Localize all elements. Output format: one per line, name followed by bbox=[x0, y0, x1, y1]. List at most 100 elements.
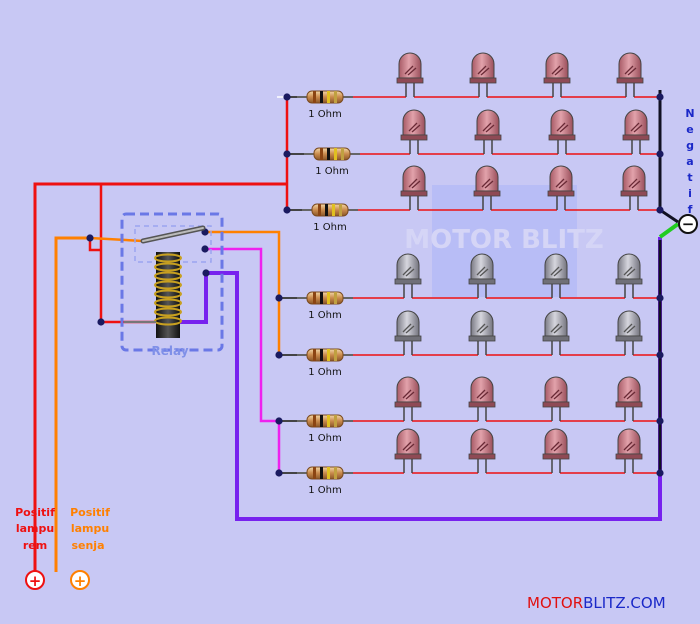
resistor-band bbox=[313, 467, 316, 479]
led-rim bbox=[615, 453, 643, 460]
wire-ground-green bbox=[658, 222, 680, 239]
coil-turn bbox=[154, 262, 182, 272]
minus-circle bbox=[678, 214, 698, 234]
negatif-char-3: g bbox=[686, 139, 694, 152]
led-rim bbox=[394, 401, 422, 408]
led-arrow-icon bbox=[404, 65, 417, 76]
led bbox=[468, 428, 496, 473]
resistor-label: 1 Ohm bbox=[308, 367, 342, 378]
wire-senja-feed bbox=[54, 236, 90, 572]
resistor-band bbox=[313, 349, 316, 361]
resistor-body bbox=[306, 90, 344, 104]
resistor-band bbox=[334, 292, 337, 304]
wire-senja-to-relay bbox=[89, 236, 144, 243]
led-dome bbox=[396, 428, 420, 455]
led-rim bbox=[396, 77, 424, 84]
led-arrow-icon bbox=[630, 122, 643, 133]
resistor-band bbox=[320, 148, 323, 160]
led bbox=[469, 52, 497, 97]
row-node-end bbox=[656, 294, 664, 302]
led-arrow-icon bbox=[623, 441, 636, 452]
negatif-char-6: i bbox=[688, 187, 692, 200]
resistor-band bbox=[327, 467, 330, 479]
resistor-band bbox=[334, 91, 337, 103]
led-dome bbox=[624, 109, 648, 136]
led-dome bbox=[544, 376, 568, 403]
negatif-char-2: e bbox=[686, 123, 693, 136]
positif-senja-line-3: senja bbox=[71, 539, 104, 552]
led-dome bbox=[617, 310, 641, 337]
resistor-band bbox=[313, 292, 316, 304]
resistor-label: 1 Ohm bbox=[308, 310, 342, 321]
resistor: 1 Ohm bbox=[304, 147, 360, 177]
led bbox=[547, 165, 575, 210]
negatif-char-4: a bbox=[686, 155, 693, 168]
led-dome bbox=[470, 310, 494, 337]
led bbox=[543, 52, 571, 97]
resistor-band bbox=[320, 467, 323, 479]
resistor-band bbox=[341, 148, 344, 160]
row-node-end bbox=[656, 93, 664, 101]
row-node-start bbox=[275, 294, 283, 302]
row-node-end bbox=[656, 417, 664, 425]
led-dome bbox=[617, 253, 641, 280]
led-rim bbox=[468, 278, 496, 285]
led-rim bbox=[400, 190, 428, 197]
led-rim bbox=[547, 190, 575, 197]
led-dome bbox=[549, 165, 573, 192]
led-arrow-icon bbox=[402, 441, 415, 452]
led-rim bbox=[468, 401, 496, 408]
relay-switch-area bbox=[134, 225, 212, 263]
row-node-end bbox=[656, 206, 664, 214]
led-arrow-icon bbox=[402, 266, 415, 277]
led-arrow-icon bbox=[628, 178, 641, 189]
resistor-band bbox=[320, 415, 323, 427]
resistor-band bbox=[334, 349, 337, 361]
led bbox=[548, 109, 576, 154]
node-no bbox=[201, 245, 209, 253]
resistor-band bbox=[327, 349, 330, 361]
row-node-start bbox=[275, 417, 283, 425]
row-node-end bbox=[656, 469, 664, 477]
resistor: 1 Ohm bbox=[297, 348, 353, 378]
coil-turn bbox=[154, 253, 182, 263]
relay-label: Relay bbox=[151, 344, 188, 358]
led-arrow-icon bbox=[550, 266, 563, 277]
led-arrow-icon bbox=[482, 122, 495, 133]
led-arrow-icon bbox=[555, 178, 568, 189]
negatif-char-5: t bbox=[687, 171, 692, 184]
wire-ground bbox=[179, 237, 662, 521]
led-dome bbox=[396, 253, 420, 280]
led-arrow-icon bbox=[624, 65, 637, 76]
led bbox=[616, 52, 644, 97]
node-senja bbox=[86, 234, 94, 242]
led-dome bbox=[470, 253, 494, 280]
led-dome bbox=[470, 376, 494, 403]
negatif-label: N e g a t i f bbox=[685, 107, 694, 216]
resistor-band bbox=[332, 204, 335, 216]
led bbox=[468, 310, 496, 355]
resistor: 1 Ohm bbox=[297, 414, 353, 444]
led-rim bbox=[616, 77, 644, 84]
led-dome bbox=[396, 310, 420, 337]
resistor-band bbox=[334, 467, 337, 479]
resistor-band bbox=[313, 91, 316, 103]
wires bbox=[33, 90, 680, 572]
resistor-body bbox=[306, 291, 344, 305]
led-arrow-icon bbox=[476, 441, 489, 452]
positif-rem-line-3: rem bbox=[23, 539, 47, 552]
led bbox=[394, 428, 422, 473]
led bbox=[394, 376, 422, 421]
led-arrow-icon bbox=[623, 389, 636, 400]
led-rim bbox=[622, 134, 650, 141]
led-rim bbox=[542, 453, 570, 460]
led-arrow-icon bbox=[551, 65, 564, 76]
led bbox=[473, 165, 501, 210]
wire-rem-feed bbox=[33, 182, 287, 572]
led-arrow-icon bbox=[550, 389, 563, 400]
led-dome bbox=[402, 109, 426, 136]
led bbox=[615, 428, 643, 473]
resistor-band bbox=[320, 91, 323, 103]
led bbox=[474, 109, 502, 154]
